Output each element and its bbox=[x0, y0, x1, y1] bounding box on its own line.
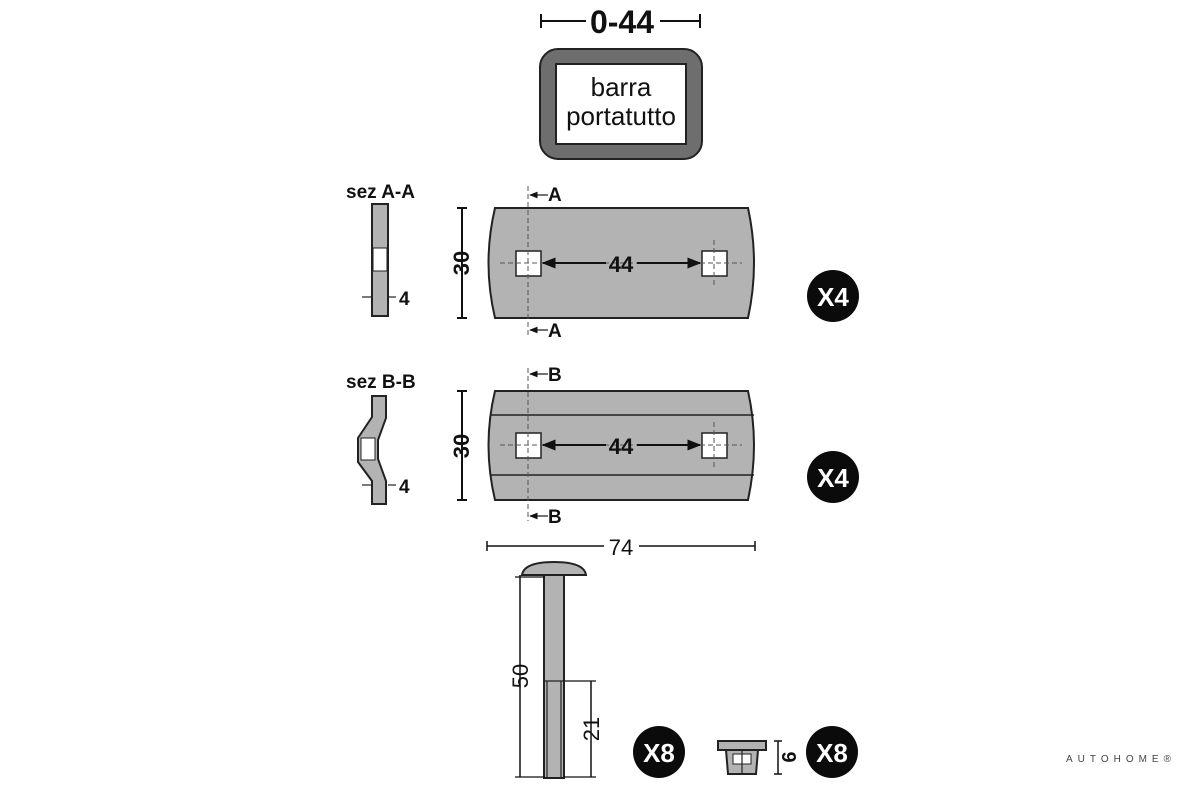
plate-a: 44 bbox=[487, 207, 755, 319]
carriage-bolt bbox=[520, 560, 588, 779]
cut-b-bottom-letter: B bbox=[548, 507, 562, 528]
bolt-thread-dimension: 21 bbox=[564, 680, 604, 778]
crossbar-profile: barra portatutto bbox=[539, 48, 703, 160]
section-b-view: sez B-B 4 bbox=[346, 372, 416, 505]
plate-b-quantity-badge: X4 bbox=[807, 451, 859, 503]
plate-a-quantity: X4 bbox=[817, 282, 849, 312]
cut-line-a: A A bbox=[527, 185, 562, 342]
section-a-thickness: 4 bbox=[399, 289, 410, 310]
plate-a-height-dimension: 30 bbox=[449, 207, 474, 319]
flange-nut bbox=[717, 740, 767, 775]
autohome-watermark: AUTOHOME® bbox=[1066, 754, 1176, 765]
cut-line-b: B B bbox=[527, 365, 562, 528]
bolt-quantity-badge: X8 bbox=[633, 726, 685, 778]
section-b-label: sez B-B bbox=[346, 372, 416, 393]
section-b-thickness: 4 bbox=[399, 477, 410, 498]
plate-b-quantity: X4 bbox=[817, 463, 849, 493]
nut-quantity: X8 bbox=[816, 738, 848, 768]
crossbar-label-line1: barra bbox=[591, 72, 652, 102]
bolt-quantity: X8 bbox=[643, 738, 675, 768]
plate-length-dimension: 74 bbox=[486, 535, 756, 560]
plate-a-height-label: 30 bbox=[449, 251, 474, 275]
cut-a-bottom-letter: A bbox=[548, 321, 562, 342]
bar-range-dimension: 0-44 bbox=[540, 4, 701, 40]
bar-range-label: 0-44 bbox=[590, 4, 654, 40]
plate-length-label: 74 bbox=[609, 535, 633, 560]
plate-a-spacing-label: 44 bbox=[609, 252, 634, 277]
plate-b-height-label: 30 bbox=[449, 434, 474, 458]
bolt-length-dimension: 50 bbox=[508, 575, 545, 778]
section-a-label: sez A-A bbox=[346, 182, 415, 203]
nut-height-label: 9 bbox=[777, 751, 799, 762]
crossbar-label-line2: portatutto bbox=[566, 101, 676, 131]
plate-b-spacing-label: 44 bbox=[609, 434, 634, 459]
section-a-view: sez A-A 4 bbox=[346, 182, 415, 317]
plate-a-quantity-badge: X4 bbox=[807, 270, 859, 322]
plate-b: 44 bbox=[487, 390, 755, 501]
plate-b-height-dimension: 30 bbox=[449, 390, 474, 501]
cut-a-top-letter: A bbox=[548, 185, 562, 206]
nut-height-dimension: 9 bbox=[774, 740, 799, 775]
bolt-thread-label: 21 bbox=[579, 717, 604, 741]
nut-quantity-badge: X8 bbox=[806, 726, 858, 778]
cut-b-top-letter: B bbox=[548, 365, 562, 386]
bolt-length-label: 50 bbox=[508, 664, 533, 688]
